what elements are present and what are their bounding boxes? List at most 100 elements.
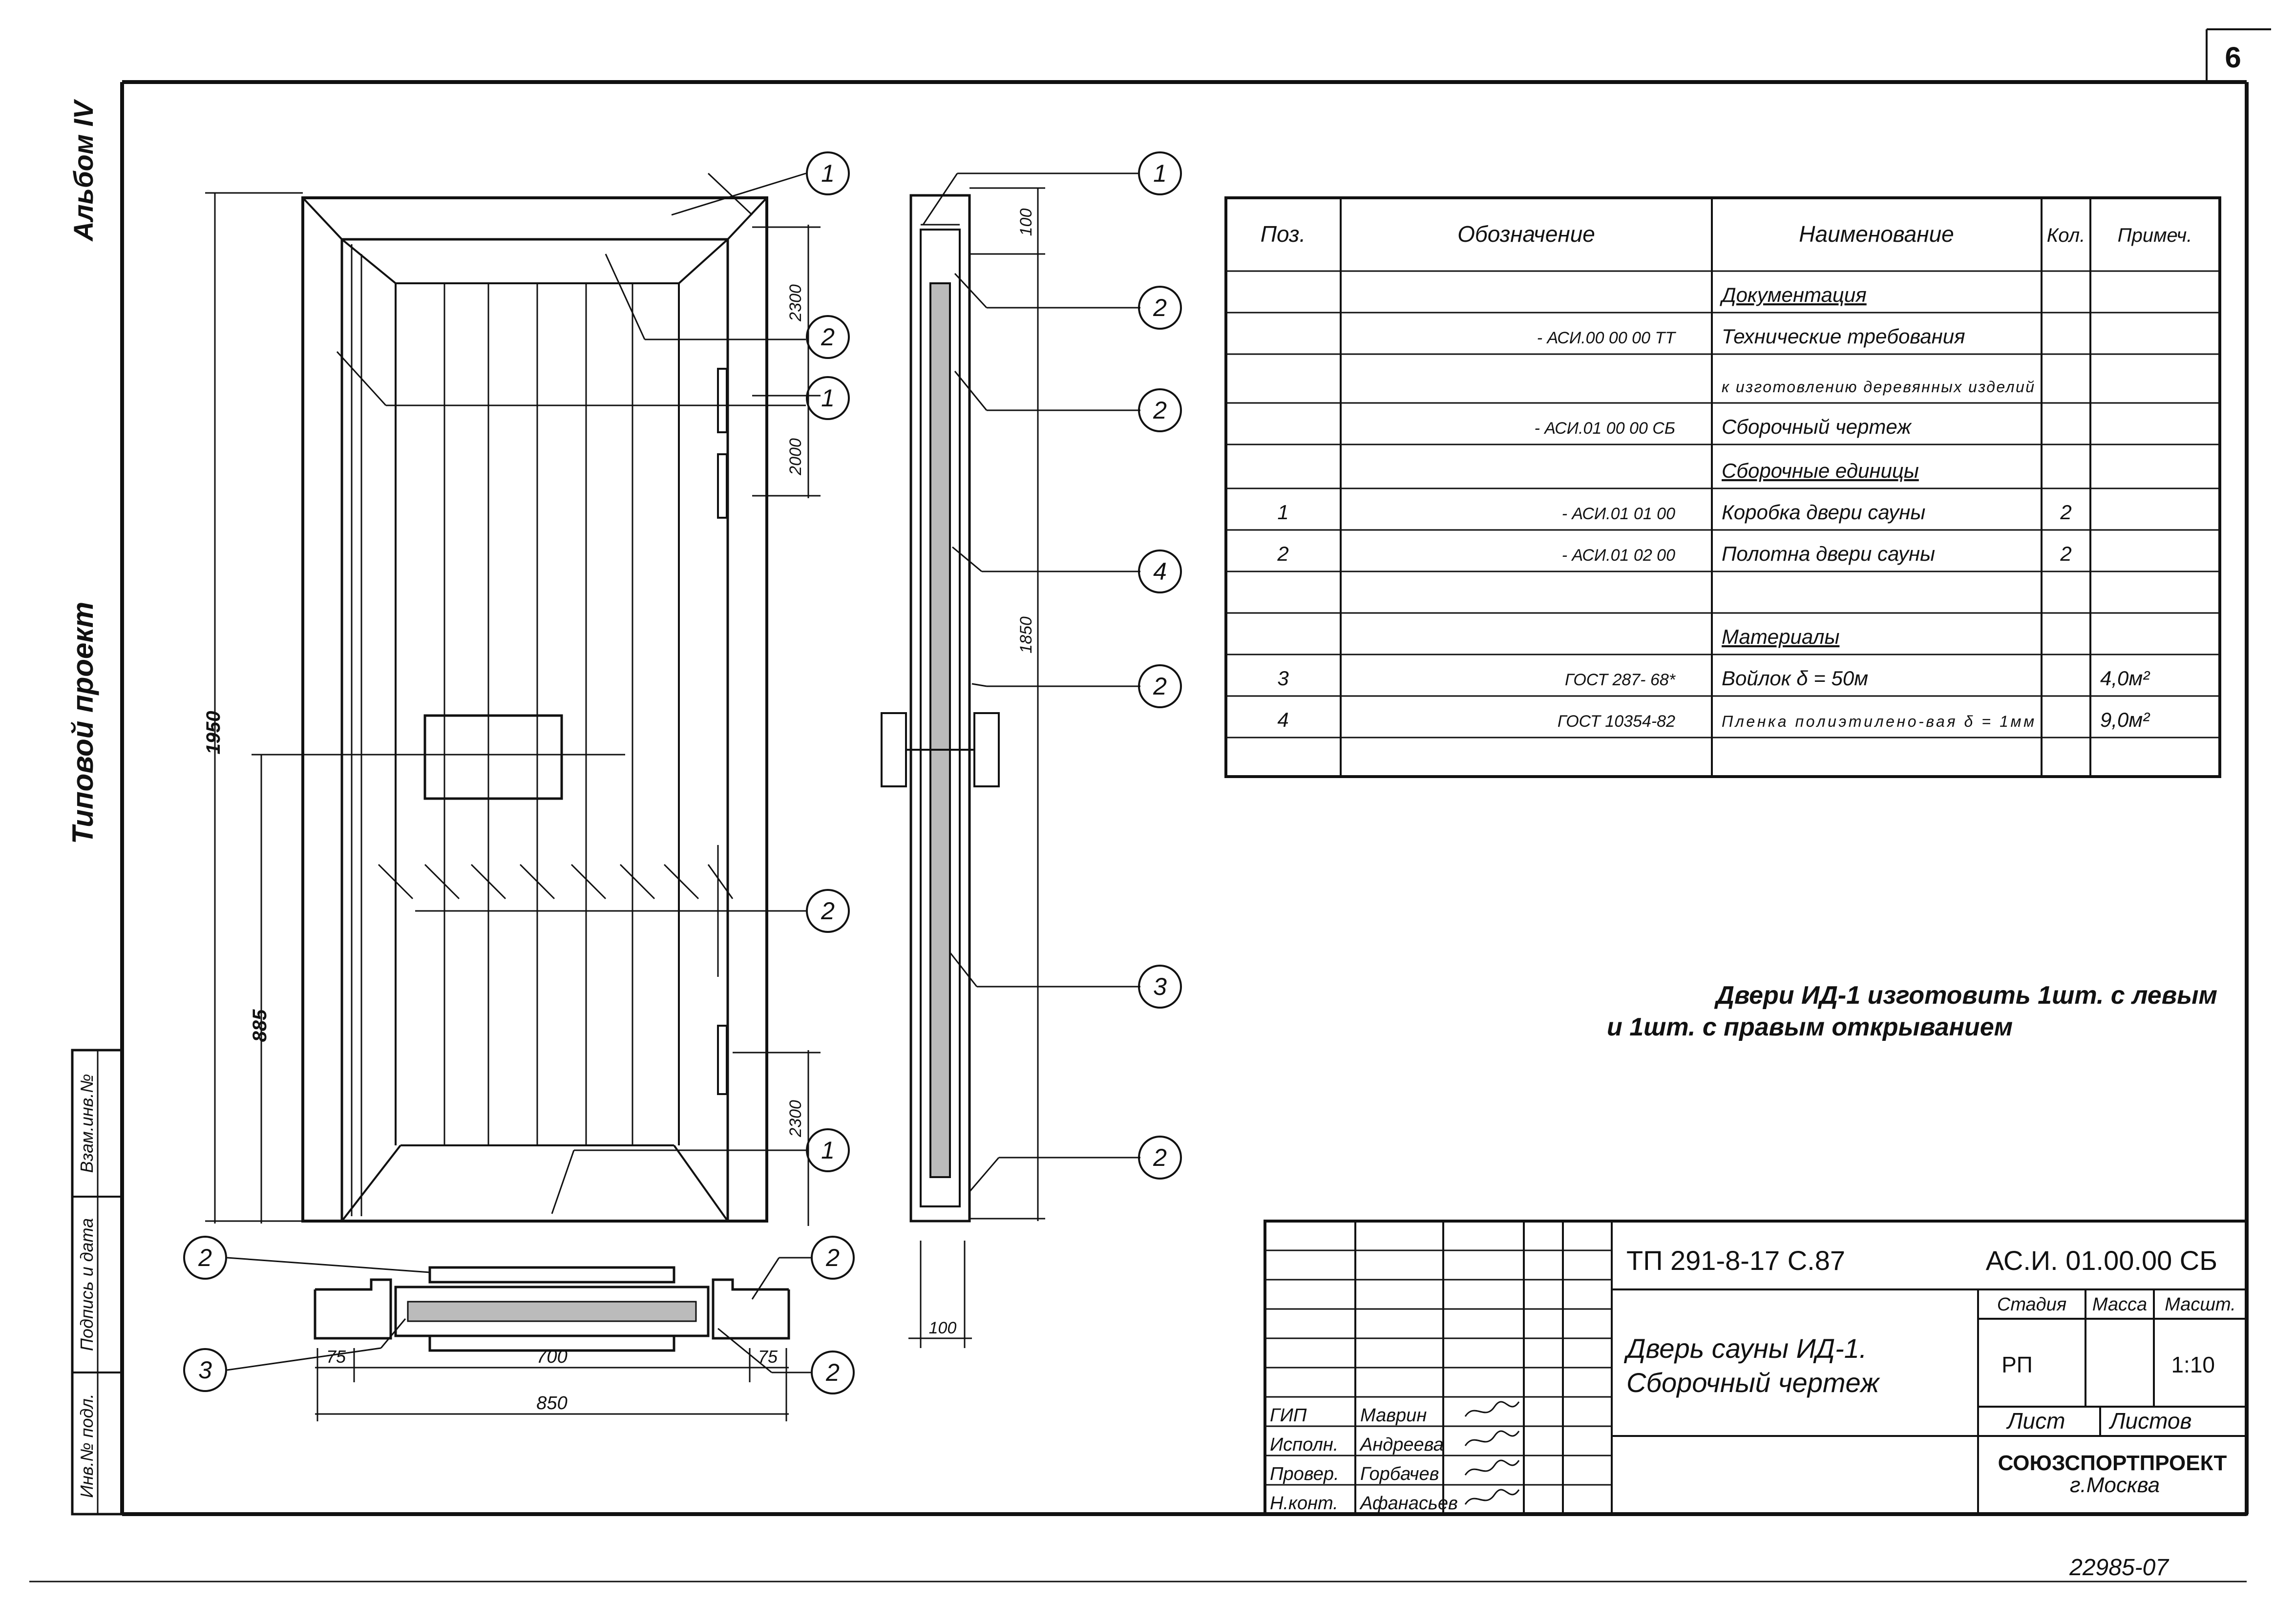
album-label: Альбом IV (68, 99, 99, 242)
sheet-number: 6 (2225, 41, 2241, 74)
callout-3-side: 3 (1138, 965, 1182, 1009)
door-front-view (301, 196, 768, 1223)
callout-1-plan: 2 (811, 1236, 855, 1280)
dim-side-height: 1850 (1017, 616, 1035, 654)
callout-1-front-frame: 1 (806, 376, 850, 420)
spec-cell-name: Материалы (1722, 625, 1839, 648)
col-header-note: Примеч. (2118, 225, 2192, 246)
door-side-section (881, 194, 1000, 1223)
margin-label-replacement: Взам.инв.№ (77, 1074, 97, 1173)
drawing-title-line1: Дверь сауны ИД-1. (1623, 1333, 1867, 1364)
scale-label: Масшт. (2165, 1294, 2236, 1315)
svg-text:1: 1 (821, 1137, 835, 1164)
svg-text:2: 2 (821, 897, 835, 925)
callout-1-side-top: 1 (1138, 151, 1182, 195)
drawing-title-line2: Сборочный чертеж (1626, 1367, 1880, 1398)
approval-margin-stamp: Инв.№ подл. Подпись и дата Взам.инв.№ (71, 1049, 124, 1516)
general-note-line1: Двери ИД-1 изготовить 1шт. с левым (1714, 981, 2217, 1010)
stage-value: РП (2001, 1352, 2033, 1377)
callout-2-front-bottom: 1 (806, 1128, 850, 1172)
callout-4-side: 4 (1138, 549, 1182, 593)
col-header-code: Обозначение (1457, 221, 1595, 247)
spec-cell-note: 4,0м² (2100, 667, 2150, 690)
col-header-name: Наименование (1799, 221, 1954, 247)
spec-cell-pos: 2 (1277, 542, 1288, 565)
spec-cell-qty: 2 (2060, 501, 2071, 524)
spec-cell-name: Сборочный чертеж (1722, 415, 1912, 438)
spec-cell-name: Войлок δ = 50м (1722, 667, 1868, 690)
signature-role: ГИП (1270, 1405, 1307, 1426)
side-section-leaders (922, 172, 1140, 1192)
dim-front-bottom-gap: 2300 (786, 1100, 805, 1138)
mass-label: Масса (2092, 1294, 2147, 1315)
sheet-label: Лист (2006, 1408, 2065, 1434)
archive-number: 22985-07 (2069, 1555, 2170, 1581)
callout-2-plan-left: 2 (183, 1236, 227, 1280)
svg-text:1: 1 (821, 384, 835, 412)
dim-front-top-gap: 2300 (786, 284, 805, 322)
spec-cell-pos: 4 (1277, 708, 1288, 731)
svg-text:2: 2 (821, 323, 835, 351)
svg-text:2: 2 (825, 1359, 840, 1386)
door-plan-section (314, 1266, 790, 1352)
spec-cell-name: к изготовлению деревянных изделий (1722, 378, 2034, 396)
handwritten-signature (1464, 1401, 1520, 1417)
project-code: ТП 291-8-17 С.87 (1626, 1245, 1845, 1276)
sheet-frame (29, 28, 2271, 1583)
svg-text:1: 1 (821, 160, 835, 187)
svg-text:2: 2 (198, 1244, 212, 1271)
svg-text:2: 2 (1153, 294, 1167, 321)
specification-table: Поз. Обозначение Наименование Кол. Приме… (1224, 196, 2221, 778)
signature-role: Исполн. (1270, 1435, 1338, 1455)
sheets-label: Листов (2108, 1408, 2192, 1434)
dim-front-lower: 885 (249, 1009, 271, 1042)
spec-cell-name: Технические требования (1722, 325, 1965, 348)
dim-plan-total: 850 (536, 1393, 567, 1414)
side-section-dimensions (908, 187, 1045, 1348)
margin-label-signature: Подпись и дата (77, 1218, 97, 1351)
spec-cell-name: Пленка полиэтилено-вая δ = 1мм (1722, 713, 2034, 730)
signature-role: Н.конт. (1270, 1493, 1338, 1514)
spec-cell-code: - АСИ.01 00 00 СБ (1535, 419, 1675, 438)
dim-side-top: 100 (1017, 209, 1035, 236)
callout-2-side-handle: 2 (1138, 664, 1182, 708)
plan-dimensions (315, 1348, 789, 1421)
scale-value: 1:10 (2171, 1352, 2215, 1377)
document-code: АС.И. 01.00.00 СБ (1986, 1245, 2217, 1276)
spec-cell-code: ГОСТ 10354-82 (1558, 712, 1675, 731)
callout-1-top-front: 1 (806, 151, 850, 195)
handwritten-signature (1464, 1430, 1520, 1446)
callout-2-side-a: 2 (1138, 286, 1182, 330)
stage-label: Стадия (1997, 1294, 2066, 1315)
spec-cell-code: - АСИ.01 01 00 (1562, 505, 1675, 523)
spec-cell-pos: 3 (1277, 667, 1288, 690)
dim-front-hinge-gap: 2000 (786, 438, 805, 476)
spec-cell-code: - АСИ.00 00 00 ТТ (1537, 329, 1676, 347)
callout-2-front-middle: 2 (806, 889, 850, 933)
svg-text:1: 1 (1153, 160, 1167, 187)
handwritten-signature (1464, 1489, 1520, 1505)
svg-text:4: 4 (1153, 558, 1167, 585)
spec-cell-code: ГОСТ 287- 68* (1565, 671, 1676, 689)
dim-plan-left: 75 (326, 1347, 346, 1367)
front-view-dimensions (205, 192, 821, 1226)
signature-name: Маврин (1360, 1405, 1427, 1426)
dim-side-width: 100 (929, 1319, 957, 1337)
front-view-leaders (336, 172, 806, 1214)
callout-2-plan-right: 2 (811, 1351, 855, 1394)
svg-text:2: 2 (1153, 673, 1167, 700)
svg-text:2: 2 (1153, 1144, 1167, 1171)
col-header-qty: Кол. (2047, 225, 2085, 246)
plan-leaders (227, 1257, 811, 1373)
callout-2-side-bottom: 2 (1138, 1136, 1182, 1180)
dim-plan-middle: 700 (536, 1347, 567, 1367)
spec-cell-qty: 2 (2060, 542, 2071, 565)
dim-front-height: 1950 (203, 711, 224, 755)
handwritten-signature (1464, 1459, 1520, 1476)
title-block (1264, 1220, 2248, 1516)
organization-city: г.Москва (2070, 1473, 2160, 1497)
svg-text:3: 3 (198, 1356, 212, 1384)
callout-2-front-panel: 2 (806, 315, 850, 359)
